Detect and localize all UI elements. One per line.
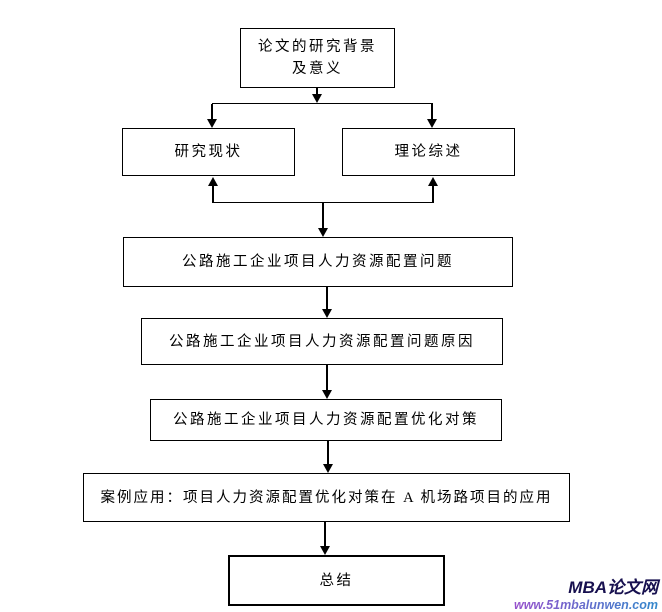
arrow-down-icon [318, 228, 328, 237]
arrow-down-icon [322, 390, 332, 399]
node-research-status: 研究现状 [122, 128, 295, 176]
connector-branch-line [212, 102, 433, 105]
connector-line [327, 441, 329, 465]
node-label: 案例应用：项目人力资源配置优化对策在 A 机场路项目的应用 [100, 489, 553, 506]
arrow-down-icon [427, 119, 437, 128]
node-research-background: 论文的研究背景 及意义 [240, 28, 395, 88]
connector-line [324, 522, 326, 547]
node-theory-review: 理论综述 [342, 128, 515, 176]
connector-line [322, 203, 324, 229]
connector-line [326, 364, 328, 391]
node-label: 总结 [319, 572, 354, 589]
node-summary: 总结 [228, 555, 445, 606]
watermark: MBA论文网 www.51mbalunwen.com [438, 578, 658, 612]
node-label: 公路施工企业项目人力资源配置问题 [182, 254, 454, 270]
arrow-down-icon [207, 119, 217, 128]
connector-line [212, 186, 214, 203]
watermark-site-name: MBA论文网 [568, 578, 658, 597]
arrow-down-icon [320, 546, 330, 555]
node-label: 研究现状 [174, 144, 243, 160]
node-hr-allocation-problem: 公路施工企业项目人力资源配置问题 [123, 237, 513, 287]
arrow-up-icon [428, 177, 438, 186]
arrow-down-icon [322, 309, 332, 318]
node-label: 理论综述 [394, 144, 463, 160]
connector-line [326, 287, 328, 310]
node-label-line2: 及意义 [292, 61, 343, 77]
node-problem-causes: 公路施工企业项目人力资源配置问题原因 [141, 318, 503, 365]
connector-line [431, 104, 433, 120]
node-label: 公路施工企业项目人力资源配置问题原因 [169, 333, 475, 350]
connector-junction-line [213, 201, 433, 204]
node-case-application: 案例应用：项目人力资源配置优化对策在 A 机场路项目的应用 [83, 473, 570, 522]
arrow-down-icon [312, 94, 322, 103]
arrow-down-icon [323, 464, 333, 473]
connector-line [211, 104, 213, 120]
arrow-up-icon [208, 177, 218, 186]
connector-line [316, 87, 318, 95]
node-label: 公路施工企业项目人力资源配置优化对策 [173, 412, 479, 428]
node-label-line1: 论文的研究背景 [258, 39, 377, 55]
watermark-site-url: www.51mbalunwen.com [438, 598, 658, 612]
connector-line [432, 186, 434, 203]
node-optimization-strategy: 公路施工企业项目人力资源配置优化对策 [150, 399, 502, 441]
